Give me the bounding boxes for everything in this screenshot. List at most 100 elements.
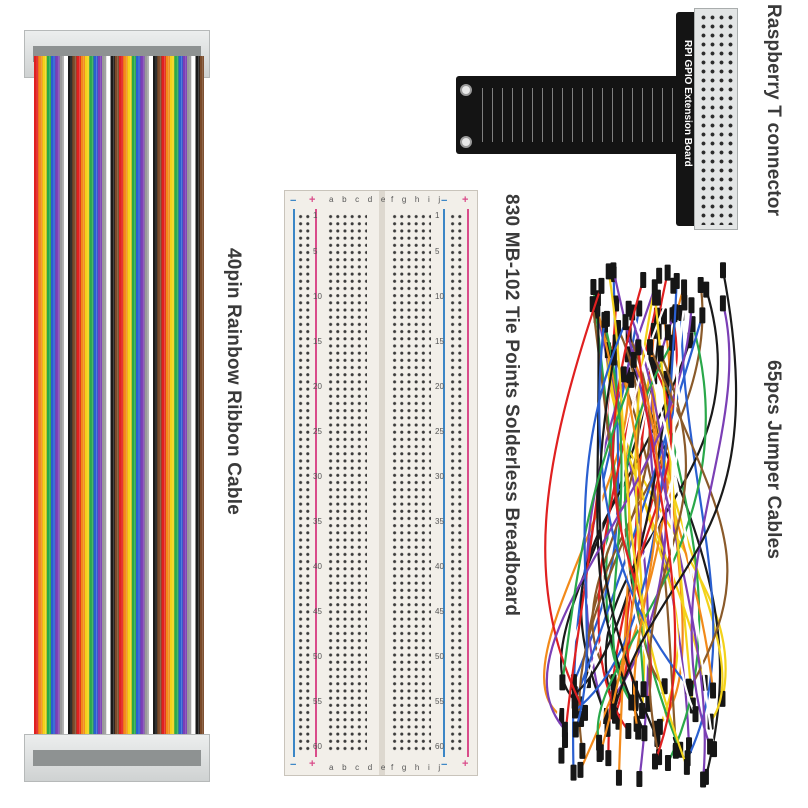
ribbon-wire <box>72 56 77 746</box>
rail-plus-bottom-left: + <box>309 758 316 770</box>
row-number: 20 <box>435 382 444 391</box>
jumper-connector <box>699 307 706 324</box>
row-number: 55 <box>435 697 444 706</box>
ribbon-wire <box>178 56 184 746</box>
jumper-connector <box>640 681 647 698</box>
jumper-wire <box>653 297 694 706</box>
t-connector-header <box>694 8 738 230</box>
row-number: 50 <box>435 652 444 661</box>
rail-minus-bottom-right: − <box>441 759 448 771</box>
jumper-connector <box>652 289 659 306</box>
jumper-connector <box>635 339 642 356</box>
jumper-connector <box>687 680 694 697</box>
rail-minus-top-right: − <box>441 195 448 207</box>
ribbon-wire <box>46 56 52 746</box>
ribbon-wire <box>136 56 141 746</box>
ribbon-wire <box>76 56 82 746</box>
ribbon-wire <box>51 56 56 746</box>
ribbon-wire <box>89 56 94 746</box>
ribbon-wire <box>195 56 201 746</box>
rail-minus-top-left: − <box>290 195 297 207</box>
jumper-connector <box>622 314 629 331</box>
jumper-wire <box>579 332 681 720</box>
row-number: 1 <box>435 211 440 220</box>
row-number: 35 <box>435 517 444 526</box>
rail-minus-bottom-left: − <box>290 759 297 771</box>
ribbon-wire <box>199 56 204 746</box>
column-letters-left-top: a b c d e <box>329 195 389 204</box>
jumper-connector <box>651 753 658 770</box>
ribbon-wire <box>140 56 145 746</box>
jumper-cable-bundle <box>542 262 738 788</box>
ribbon-bottom-connector <box>24 734 210 782</box>
jumper-connector <box>625 722 632 739</box>
column-letters-left-bottom: a b c d e <box>329 763 389 772</box>
jumper-wire <box>632 359 660 732</box>
jumper-wire <box>574 321 627 730</box>
jumper-wire <box>545 305 693 731</box>
jumper-connector <box>683 758 690 775</box>
row-number: 25 <box>435 427 444 436</box>
jumper-connector <box>610 703 617 720</box>
ribbon-wire <box>106 56 111 746</box>
breadboard-label: 830 MB-102 Tie Points Solderless Breadbo… <box>501 194 522 617</box>
row-number: 30 <box>313 472 322 481</box>
jumper-connector <box>649 357 656 374</box>
jumper-wire <box>634 287 656 711</box>
jumper-connector <box>657 345 664 362</box>
jumper-connector <box>561 721 568 738</box>
jumper-wire <box>542 375 630 717</box>
jumper-connector <box>719 295 726 312</box>
row-number: 20 <box>313 382 322 391</box>
row-number: 15 <box>435 337 444 346</box>
jumper-connector <box>605 263 612 280</box>
jumper-connector <box>559 674 566 691</box>
jumper-wire <box>604 289 719 723</box>
jumper-connector <box>605 750 612 767</box>
jumper-wire <box>544 285 603 714</box>
jumper-wire <box>585 275 661 730</box>
jumper-wire <box>598 319 690 688</box>
jumper-connector <box>656 718 663 735</box>
row-number: 5 <box>435 247 440 256</box>
row-number: 30 <box>435 472 444 481</box>
ribbon-wire <box>131 56 137 746</box>
jumper-connector <box>570 764 577 781</box>
row-number: 1 <box>313 211 318 220</box>
ribbon-wire <box>182 56 188 746</box>
row-number: 55 <box>313 697 322 706</box>
jumper-connector <box>597 744 604 761</box>
ribbon-wire <box>97 56 103 746</box>
jumper-connector <box>579 742 586 759</box>
jumper-connector <box>681 279 688 296</box>
mount-hole-top <box>460 84 472 96</box>
jumper-wire <box>680 313 715 759</box>
ribbon-wire <box>34 56 39 746</box>
ribbon-wire <box>38 56 43 746</box>
ribbon-wire <box>42 56 48 746</box>
ribbon-wire <box>174 56 179 746</box>
jumper-connector <box>707 738 714 755</box>
jumper-connector <box>558 747 565 764</box>
jumper-wire <box>670 302 697 715</box>
ribbon-wire <box>191 56 196 746</box>
jumper-connector <box>640 271 647 288</box>
jumper-wire <box>585 284 704 681</box>
row-number: 25 <box>313 427 322 436</box>
ribbon-wire <box>110 56 116 746</box>
jumper-connector <box>630 351 637 368</box>
jumper-wire <box>599 374 643 753</box>
jumper-connector <box>710 682 717 699</box>
jumper-connector <box>590 278 597 295</box>
jumper-cables-label: 65pcs Jumper Cables <box>763 360 784 560</box>
jumper-connector <box>647 339 654 356</box>
row-number: 40 <box>313 562 322 571</box>
row-number: 60 <box>435 742 444 751</box>
row-number: 40 <box>435 562 444 571</box>
ribbon-wire <box>165 56 171 746</box>
jumper-connector <box>577 761 584 778</box>
jumper-connector <box>700 771 707 788</box>
rail-plus-top-left: + <box>309 194 316 206</box>
ribbon-wire <box>93 56 99 746</box>
jumper-wire <box>574 280 678 712</box>
